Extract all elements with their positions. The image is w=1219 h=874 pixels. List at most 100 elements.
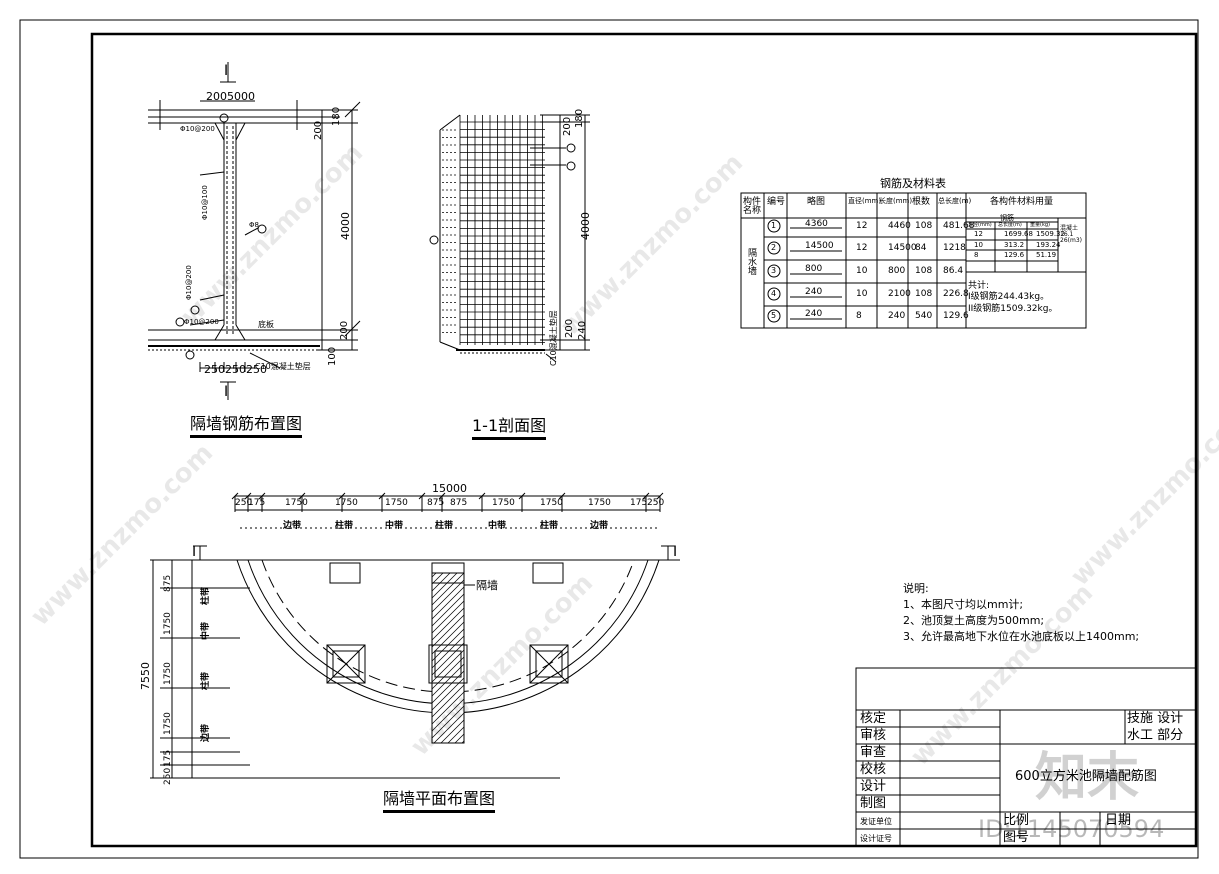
table-cell-3-4: 108	[915, 289, 933, 299]
plan-dim-11: 250	[647, 498, 665, 508]
tb-row-2: 审查	[860, 745, 887, 760]
mat-cell-0-2: 1509.32	[1036, 230, 1065, 238]
plan-band-1: 柱带	[335, 521, 354, 531]
wall-rebar-title: 隔墙钢筋布置图	[190, 410, 303, 438]
section-title: 1-1剖面图	[472, 412, 547, 440]
table-cell-3-1: 240	[805, 287, 823, 297]
sec-h-top: 200	[562, 116, 573, 136]
mat-cell-1-1: 313.2	[1004, 241, 1025, 249]
table-cell-0-2: 12	[856, 221, 868, 231]
plan-dim-3: 1750	[335, 498, 358, 508]
table-cell-4-1: 240	[805, 309, 823, 319]
plan-dim-1: 175	[248, 498, 266, 508]
elev-h-bot2: 100	[327, 346, 338, 366]
table-cell-4-5: 129.6	[943, 311, 969, 321]
table-cell-0-4: 108	[915, 221, 933, 231]
elev-base: 底板	[258, 320, 274, 329]
mat-cell-1-0: 10	[974, 241, 983, 249]
wall-elevation	[148, 62, 361, 400]
th-total: 总长度(m)	[938, 197, 972, 205]
mat-cell-0-1: 1699.68	[1004, 230, 1033, 238]
plan-left-band-0: 柱带	[201, 586, 211, 605]
table-title: 钢筋及材料表	[880, 177, 946, 190]
plan-dim-7: 1750	[492, 498, 515, 508]
table-cell-2-3: 800	[888, 266, 906, 276]
plan-dim-6: 875	[450, 498, 468, 508]
plan-wall: 隔墙	[476, 579, 498, 592]
table-cell-3-5: 226.8	[943, 289, 969, 299]
note-2: 2、池顶复土高度为500mm;	[903, 614, 1045, 627]
plan-mark-left: I	[192, 544, 197, 560]
plan-total-width: 15000	[432, 482, 467, 495]
table-cell-0-3: 4460	[888, 221, 911, 231]
tb-row-5: 制图	[860, 796, 887, 811]
table-cell-2-5: 86.4	[943, 266, 964, 276]
section-mark-bottom: I	[224, 384, 229, 400]
table-cell-2-0: 3	[771, 266, 777, 275]
section-mark-top: I	[224, 63, 229, 79]
plan-left-band-2: 柱带	[201, 671, 211, 690]
plan-ticks	[231, 492, 664, 512]
plan-left-dim-3: 1750	[163, 712, 173, 735]
mat-cell-2-2: 51.19	[1036, 251, 1057, 259]
mat-cell-2-1: 129.6	[1004, 251, 1025, 259]
note-1: 1、本图尺寸均以mm计;	[903, 598, 1024, 611]
material-table	[740, 192, 1087, 329]
total-label: 共计:	[968, 281, 990, 291]
mat-cell-1-2: 193.24	[1036, 241, 1061, 249]
table-cell-1-4: 84	[915, 243, 927, 253]
elev-bot-dim: 250250250	[204, 363, 267, 376]
plan-dim-5: 875	[427, 498, 445, 508]
plan-band-0: 边带	[283, 521, 302, 531]
elev-rebar4: Φ10@200	[184, 318, 219, 326]
plan-left-dim-5: 250	[163, 767, 173, 785]
sec-h-top2: 180	[574, 108, 585, 128]
plan-dim-2: 1750	[285, 498, 308, 508]
table-cell-4-3: 240	[888, 311, 906, 321]
table-cell-1-0: 2	[771, 243, 777, 252]
watermark-logo: 知末	[1035, 748, 1140, 808]
mat-sub-0: 直径(mm)	[968, 222, 992, 228]
plan-dim-9: 1750	[588, 498, 611, 508]
notes-title: 说明:	[903, 582, 929, 595]
th-no: 编号	[767, 197, 786, 207]
plan-dim-0: 250	[235, 498, 253, 508]
th-dia: 直径(mm)	[848, 197, 882, 205]
table-cell-1-2: 12	[856, 243, 868, 253]
plan-dim-4: 1750	[385, 498, 408, 508]
mat-sub-1: 总长度(m)	[998, 222, 1022, 228]
plan-left-band-1: 中带	[201, 621, 211, 640]
tb-stage1: 技施 设计	[1127, 711, 1184, 726]
plan-band-4: 中带	[488, 521, 507, 531]
total-1: I级钢筋244.43kg。	[968, 292, 1050, 302]
table-cell-2-4: 108	[915, 266, 933, 276]
elev-phi8: Φ8	[249, 221, 259, 229]
tb-row-0: 核定	[860, 711, 887, 726]
elev-h-bot: 200	[339, 320, 350, 340]
section-1-1	[442, 115, 545, 345]
tb-row-4: 设计	[860, 779, 887, 794]
table-cell-0-0: 1	[771, 221, 777, 230]
elev-top-dim: 2005000	[206, 90, 255, 103]
concrete: 混凝土16.1 26(m3)	[1060, 225, 1082, 244]
title-block	[855, 667, 1197, 847]
table-cell-2-1: 800	[805, 264, 823, 274]
table-cell-4-4: 540	[915, 311, 933, 321]
plan-dim-8: 1750	[540, 498, 563, 508]
mat-cell-2-0: 8	[974, 251, 979, 259]
tb-row-3: 校核	[860, 762, 887, 777]
plan-left-band-3: 边带	[201, 723, 211, 742]
mat-head: 钢筋	[1000, 214, 1014, 222]
table-cell-4-2: 8	[856, 311, 862, 321]
plan-left-dim-1: 1750	[163, 612, 173, 635]
table-cell-3-0: 4	[771, 289, 777, 298]
tb-issue-unit: 发证单位	[860, 817, 892, 826]
table-cell-3-3: 2100	[888, 289, 911, 299]
table-cell-0-1: 4360	[805, 219, 828, 229]
th-count: 根数	[912, 197, 931, 207]
note-3: 3、允许最高地下水位在水池底板以上1400mm;	[903, 630, 1140, 643]
plan-band-2: 中带	[385, 521, 404, 531]
elev-rebar2: Φ10@100	[201, 185, 209, 220]
